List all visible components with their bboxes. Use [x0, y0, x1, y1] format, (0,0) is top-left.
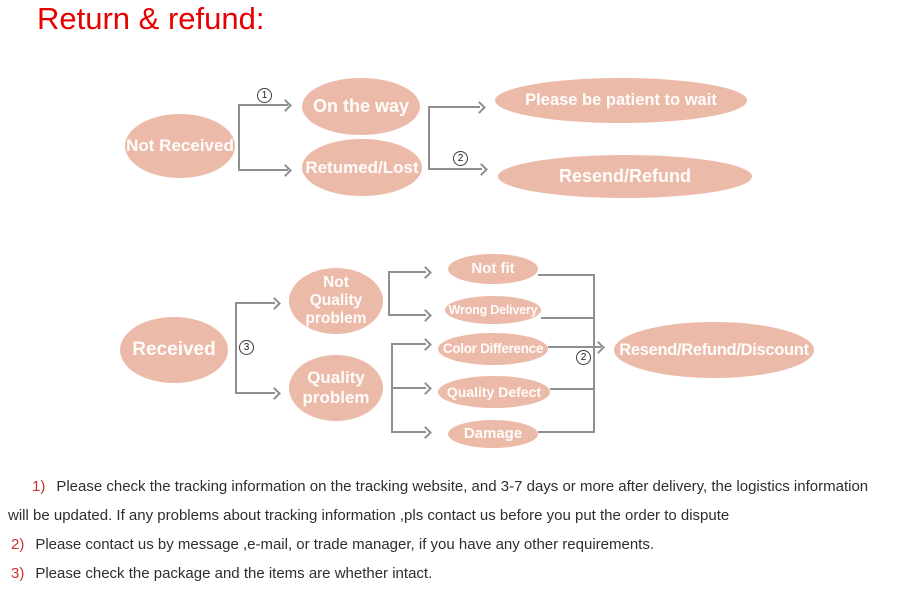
connector-to-quality-defect	[391, 387, 426, 389]
arrowhead-icon	[268, 297, 281, 310]
node-resend-refund: Resend/Refund	[498, 155, 752, 198]
step-2-marker-bottom: 2	[576, 350, 591, 365]
connector-to-on-the-way	[238, 104, 288, 106]
node-wrong-delivery-label: Wrong Delivery	[448, 302, 538, 317]
node-returned-lost-label: Retumed/Lost	[305, 157, 419, 177]
note-1: 1)Please check the tracking information …	[8, 472, 892, 530]
node-quality-defect: Quality Defect	[438, 376, 550, 408]
node-be-patient: Please be patient to wait	[495, 78, 747, 123]
arrowhead-icon	[473, 101, 486, 114]
node-resend-refund-label: Resend/Refund	[558, 166, 691, 187]
step-2-marker-bottom-label: 2	[580, 351, 587, 363]
node-received: Received	[120, 317, 228, 383]
node-damage-label: Damage	[463, 425, 523, 443]
arrowhead-icon	[475, 163, 488, 176]
note-2-text: Please contact us by message ,e-mail, or…	[35, 536, 654, 553]
arrowhead-icon	[419, 338, 432, 351]
connector-to-resend-refund-discount	[595, 346, 601, 348]
connector-merge-vertical	[593, 274, 595, 433]
node-quality-problem-label: Quality problem	[302, 368, 370, 407]
connector-to-not-fit	[388, 271, 426, 273]
connector-nqp-vertical	[388, 271, 390, 316]
note-3: 3) Please check the package and the items…	[8, 559, 892, 588]
node-on-the-way-label: On the way	[312, 96, 410, 117]
connector-to-resend-refund	[428, 168, 482, 170]
connector-merge-wrong-delivery	[541, 317, 593, 319]
node-not-fit-label: Not fit	[471, 260, 515, 278]
notes-section: 1)Please check the tracking information …	[8, 472, 892, 588]
node-not-received-label: Not Received	[126, 136, 234, 156]
node-wrong-delivery: Wrong Delivery	[445, 296, 541, 324]
node-returned-lost: Retumed/Lost	[302, 139, 422, 196]
node-color-difference-label: Color Difference	[442, 341, 544, 357]
arrowhead-icon	[419, 426, 432, 439]
connector-merge-quality-defect	[550, 388, 593, 390]
connector-to-returned-lost	[238, 169, 288, 171]
note-1-number: 1)	[32, 478, 46, 495]
node-not-fit: Not fit	[448, 254, 538, 284]
connector-merge-color-difference	[548, 346, 593, 348]
arrowhead-icon	[279, 99, 292, 112]
node-not-quality-problem-label: Not Quality problem	[305, 274, 367, 327]
node-quality-defect-label: Quality Defect	[446, 383, 542, 400]
connector-merge-not-fit	[538, 274, 593, 276]
connector-to-wrong-delivery	[388, 314, 426, 316]
arrowhead-icon	[279, 164, 292, 177]
connector-not-received-vertical	[238, 105, 240, 171]
step-2-marker-top: 2	[453, 151, 468, 166]
arrowhead-icon	[419, 266, 432, 279]
connector-to-not-quality-problem	[235, 302, 275, 304]
page-title: Return & refund:	[37, 1, 265, 36]
node-resend-refund-discount: Resend/Refund/Discount	[614, 322, 814, 378]
connector-to-color-difference	[391, 343, 426, 345]
arrowhead-icon	[419, 382, 432, 395]
step-1-marker-label: 1	[261, 89, 268, 101]
note-2-number: 2)	[11, 536, 25, 553]
note-2: 2) Please contact us by message ,e-mail, …	[8, 530, 892, 559]
connector-to-quality-problem	[235, 392, 275, 394]
node-resend-refund-discount-label: Resend/Refund/Discount	[619, 340, 809, 359]
step-3-marker: 3	[239, 340, 254, 355]
node-be-patient-label: Please be patient to wait	[525, 91, 717, 110]
arrowhead-icon	[419, 309, 432, 322]
node-not-quality-problem: Not Quality problem	[289, 268, 383, 334]
note-3-text: Please check the package and the items a…	[35, 565, 433, 582]
note-1-text: Please check the tracking information on…	[8, 478, 869, 524]
node-on-the-way: On the way	[302, 78, 420, 135]
step-2-marker-top-label: 2	[457, 152, 464, 164]
node-color-difference: Color Difference	[438, 333, 548, 365]
step-1-marker: 1	[257, 88, 272, 103]
node-not-received: Not Received	[125, 114, 235, 178]
arrowhead-icon	[268, 387, 281, 400]
connector-to-damage	[391, 431, 426, 433]
step-3-marker-label: 3	[243, 341, 250, 353]
connector-received-vertical	[235, 302, 237, 394]
connector-merge-damage	[538, 431, 593, 433]
connector-to-be-patient	[428, 106, 480, 108]
note-3-number: 3)	[11, 565, 25, 582]
node-damage: Damage	[448, 420, 538, 448]
node-quality-problem: Quality problem	[289, 355, 383, 421]
node-received-label: Received	[132, 339, 216, 361]
connector-midway-vertical	[428, 106, 430, 170]
